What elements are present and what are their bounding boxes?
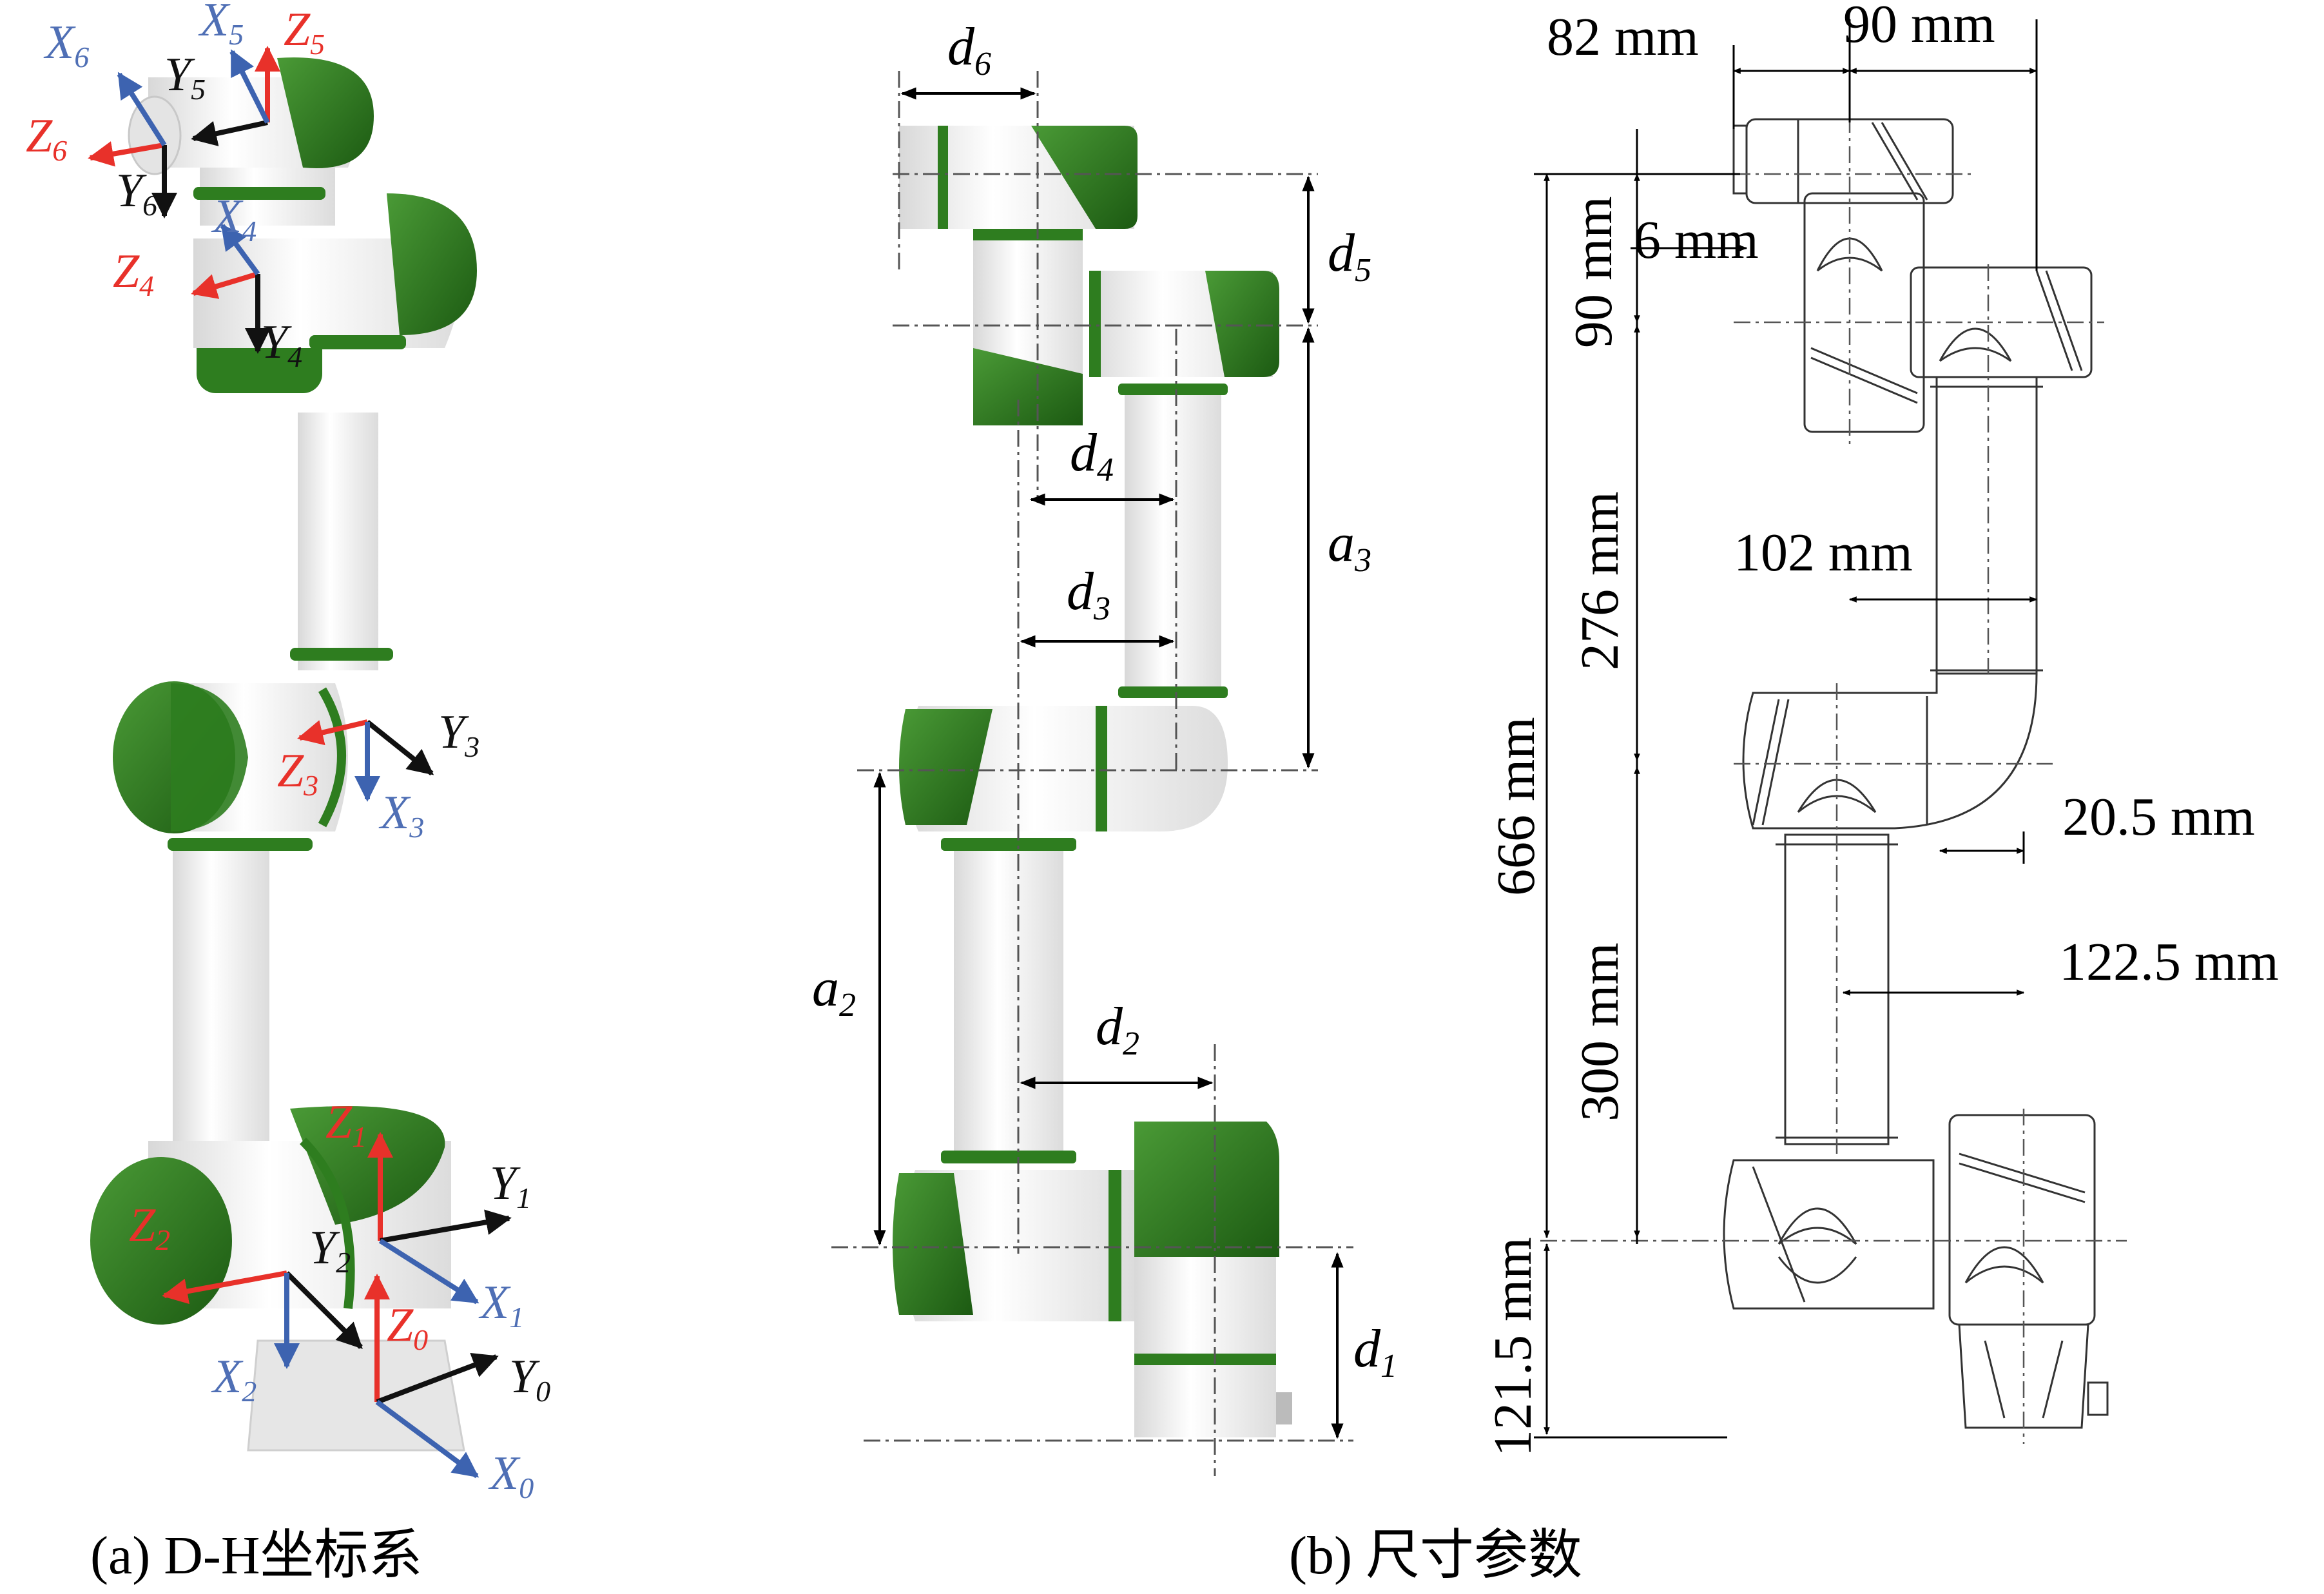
- frame-3-x-label: X3: [378, 786, 424, 844]
- panel-c-drawing: [1723, 118, 2109, 1429]
- panel-b-robot: [893, 126, 1292, 1437]
- param-d1-label: d1: [1353, 1319, 1397, 1385]
- dh-frame-arrows: [88, 46, 512, 1479]
- panel-b-labels: d6 d5 d4 a3 d3 a2 d2 d1: [812, 17, 1397, 1385]
- frame-5-y-label: Y5: [164, 48, 206, 106]
- frame-0-x-label: X0: [488, 1447, 534, 1504]
- frame-6-x-label: X6: [43, 16, 89, 73]
- dim-102mm: 102 mm: [1734, 523, 1913, 583]
- caption-panel-a: (a) D-H坐标系: [90, 1526, 423, 1586]
- dim-276mm: 276 mm: [1570, 491, 1630, 670]
- frame-2-z-label: Z2: [129, 1199, 170, 1256]
- dim-666mm: 666 mm: [1486, 717, 1546, 896]
- frame-2-x-label: X2: [211, 1350, 257, 1408]
- dim-20-5mm: 20.5 mm: [2062, 787, 2255, 847]
- panel-c-dimension-lines: [1534, 19, 2038, 1439]
- frame-3-y-label: Y3: [438, 706, 479, 763]
- param-d6-label: d6: [947, 17, 991, 83]
- dim-122-5mm: 122.5 mm: [2059, 932, 2279, 992]
- param-a2-label: a2: [812, 958, 856, 1024]
- dh-frame-labels: X6 X5 Z5 Y5 Z6 Y6 X4 Z4 Y4 Y3 Z3 X3 Z1 Y…: [26, 0, 550, 1504]
- dim-82mm: 82 mm: [1547, 7, 1699, 67]
- dim-90mm-side: 90 mm: [1564, 196, 1623, 348]
- dim-90mm-top: 90 mm: [1843, 0, 1995, 54]
- param-a3-label: a3: [1328, 513, 1371, 579]
- frame-4-x-label: X4: [211, 190, 257, 248]
- caption-panel-b: (b) 尺寸参数: [1289, 1526, 1582, 1586]
- panel-b-dimension-arrows: [873, 87, 1344, 1439]
- frame-2-y-label: Y2: [309, 1221, 351, 1279]
- panel-b-centerlines: [831, 71, 1353, 1476]
- frame-3-z-label: Z3: [277, 744, 318, 802]
- param-d2-label: d2: [1096, 996, 1139, 1062]
- param-d3-label: d3: [1067, 561, 1110, 627]
- frame-1-x-label: X1: [478, 1276, 524, 1334]
- param-d4-label: d4: [1070, 423, 1114, 489]
- dim-300mm: 300 mm: [1570, 942, 1630, 1122]
- panel-c-dimension-labels: 82 mm 90 mm 6 mm 90 mm 276 mm 102 mm 666…: [1483, 0, 2279, 1457]
- frame-6-z-label: Z6: [26, 110, 67, 167]
- frame-0-z-label: Z0: [387, 1299, 428, 1356]
- dim-121-5mm: 121.5 mm: [1483, 1237, 1543, 1457]
- frame-0-y-label: Y0: [509, 1350, 550, 1408]
- frame-1-z-label: Z1: [325, 1096, 367, 1153]
- frame-6-y-label: Y6: [116, 164, 157, 222]
- frame-1-y-label: Y1: [490, 1157, 531, 1214]
- frame-5-z-label: Z5: [284, 3, 325, 61]
- frame-4-z-label: Z4: [113, 245, 154, 302]
- panel-c-centerlines: [1540, 116, 2127, 1444]
- panel-a-robot: [90, 57, 477, 1452]
- dim-6mm: 6 mm: [1634, 210, 1759, 270]
- param-d5-label: d5: [1328, 223, 1371, 289]
- frame-5-x-label: X5: [198, 0, 244, 51]
- frame-4-y-label: Y4: [261, 316, 302, 373]
